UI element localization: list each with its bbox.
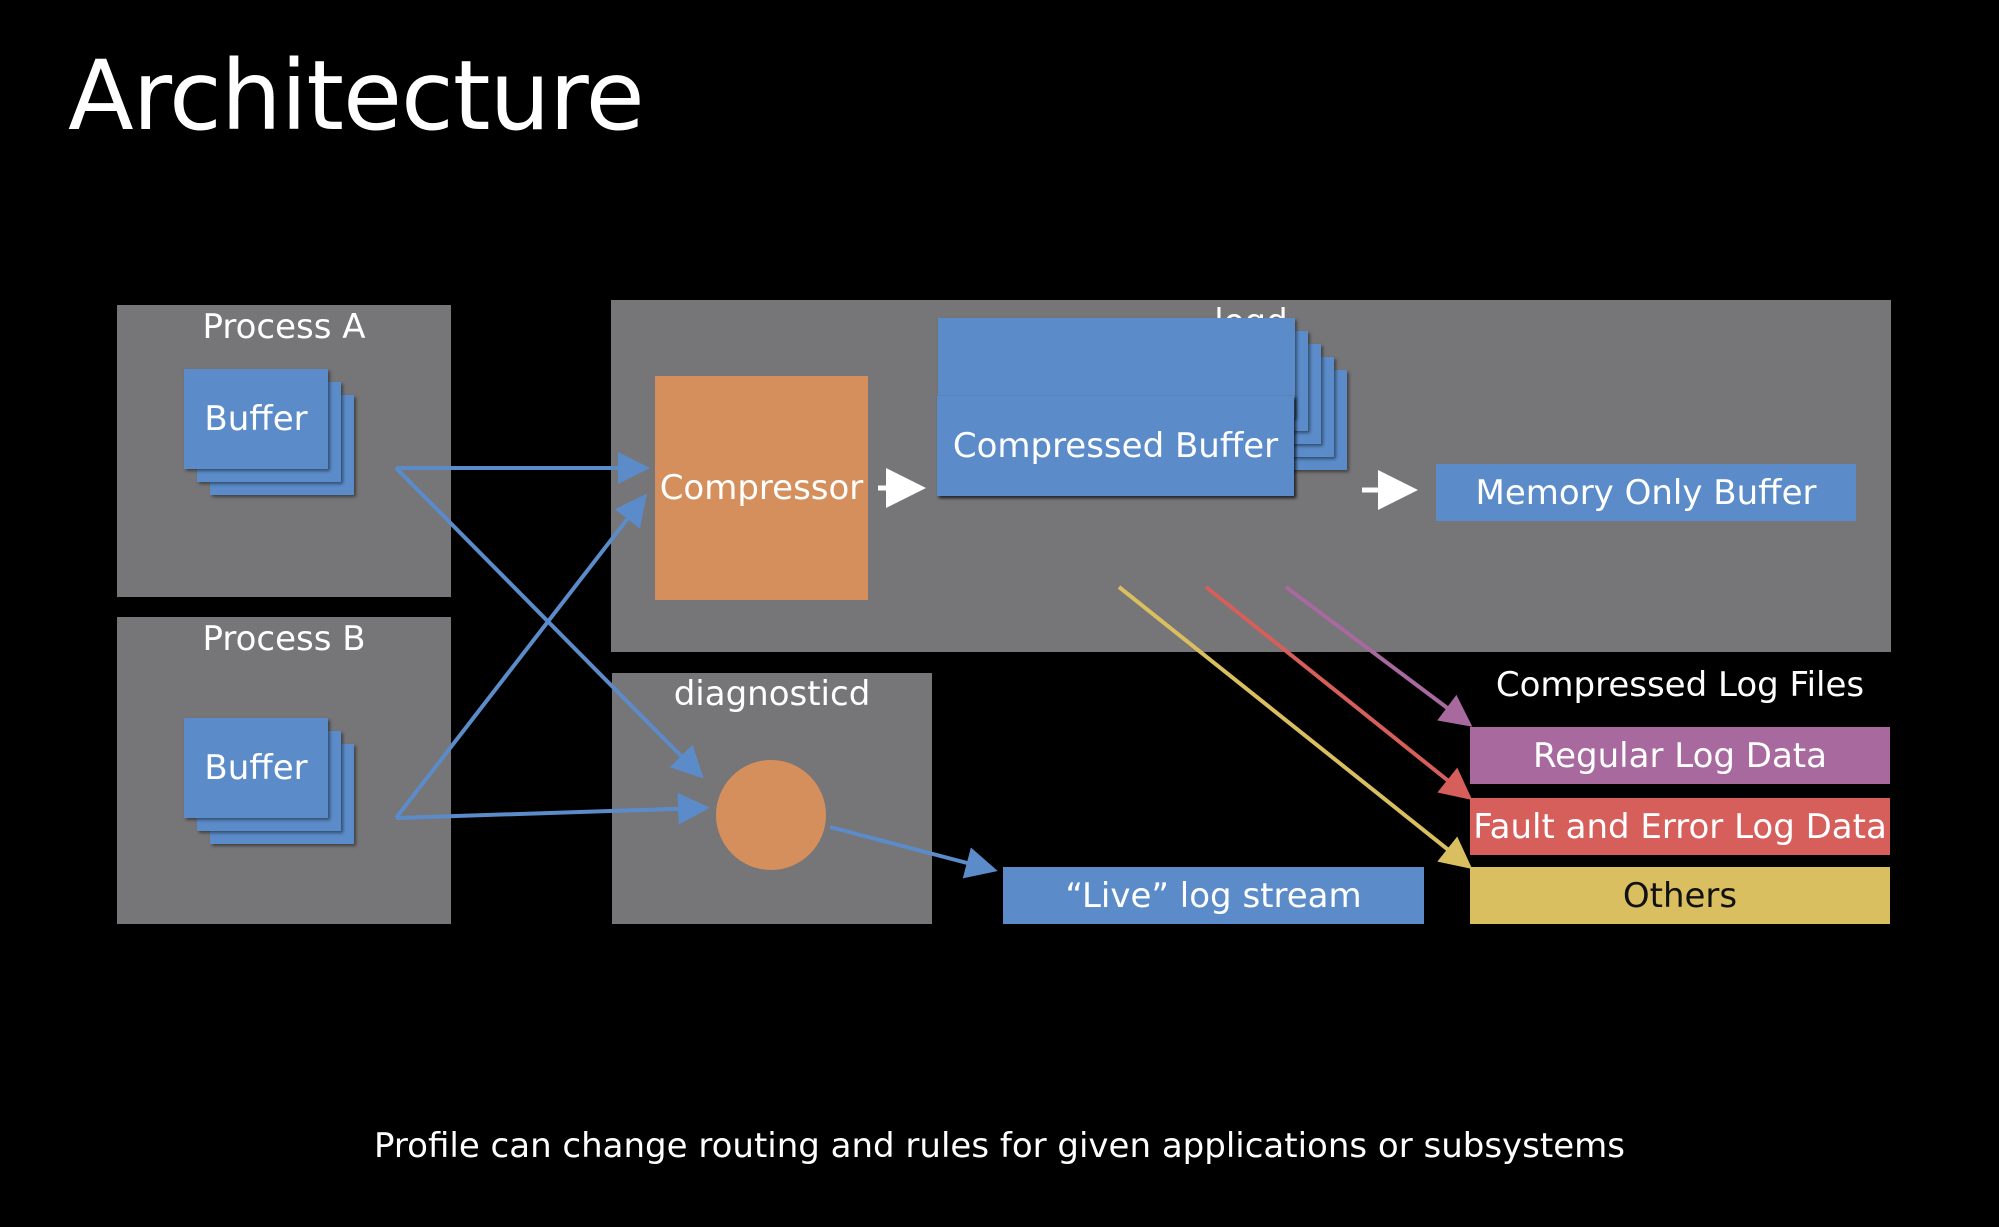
others-log-data-label: Others	[1622, 875, 1738, 916]
others-log-data: Others	[1470, 867, 1890, 924]
regular-log-data-label: Regular Log Data	[1533, 735, 1827, 776]
arrow-to-fault-error-log-data	[1204, 585, 1473, 800]
diagnosticd-label: diagnosticd	[673, 674, 871, 714]
regular-log-data: Regular Log Data	[1470, 727, 1890, 784]
process-a-label: Process A	[202, 307, 366, 347]
arrow-to-regular-log-data	[1284, 585, 1473, 727]
process-b-buffer-label: Buffer	[204, 748, 308, 788]
slide-title: Architecture	[68, 40, 645, 152]
compressor-label: Compressor	[659, 468, 864, 508]
compressor-box: Compressor	[655, 376, 868, 600]
compressed-buffer-front: Compressed Buffer	[937, 396, 1294, 496]
footer-note: Profile can change routing and rules for…	[374, 1126, 1625, 1166]
memory-only-buffer: Memory Only Buffer	[1436, 464, 1856, 521]
memory-only-buffer-label: Memory Only Buffer	[1475, 472, 1817, 513]
process-a-buffer-label: Buffer	[204, 399, 308, 439]
process-b-label: Process B	[202, 619, 366, 659]
process-a-buffer: Buffer	[184, 369, 328, 469]
compressed-buffer-label: Compressed Buffer	[952, 426, 1279, 466]
process-b-buffer: Buffer	[184, 718, 328, 818]
arrow-to-others-log-data	[1117, 585, 1473, 869]
diagnosticd-circle	[716, 760, 826, 870]
live-log-stream-label: “Live” log stream	[1065, 875, 1362, 916]
arrow-diagnosticd-to-live-stream	[829, 825, 998, 879]
process-a-box: Process A Buffer	[117, 305, 451, 597]
live-log-stream: “Live” log stream	[1003, 867, 1424, 924]
arrow-process-b-to-compressor	[394, 493, 647, 820]
arrow-process-b-to-diagnosticd	[395, 792, 710, 825]
fault-error-log-data-label: Fault and Error Log Data	[1473, 806, 1887, 847]
fault-error-log-data: Fault and Error Log Data	[1470, 798, 1890, 855]
process-b-box: Process B Buffer	[117, 617, 451, 924]
compressed-log-files-heading: Compressed Log Files	[1495, 665, 1865, 705]
